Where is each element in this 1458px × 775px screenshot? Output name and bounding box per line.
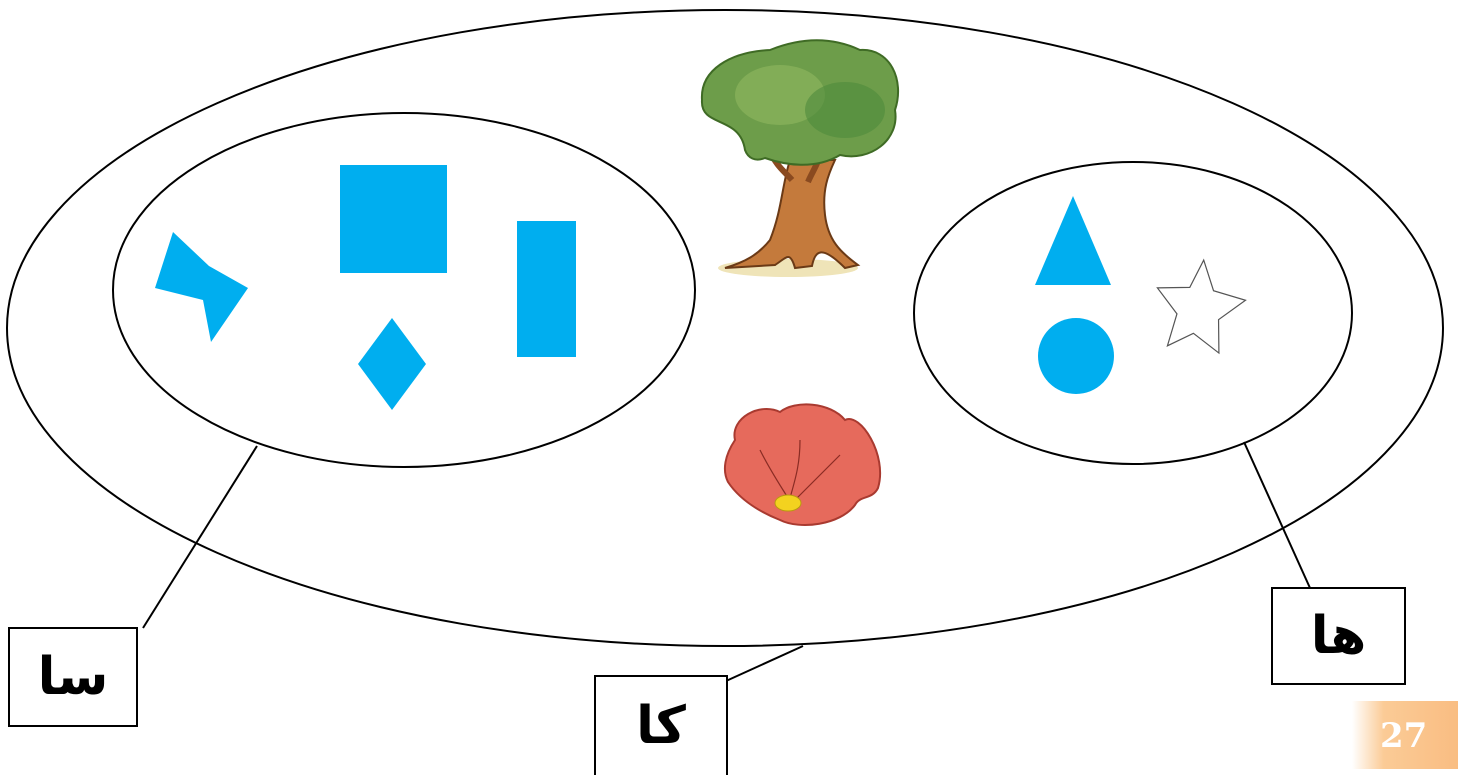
label-sa-box: سا bbox=[8, 627, 138, 727]
rhombus-shape bbox=[358, 318, 426, 410]
triangle-shape bbox=[1035, 196, 1111, 285]
label-ha-text: ها bbox=[1310, 606, 1367, 666]
connector-line-ha bbox=[1243, 441, 1311, 589]
rectangle-shape bbox=[517, 221, 576, 357]
circle-shape bbox=[1038, 318, 1114, 394]
right-set-ellipse bbox=[913, 161, 1353, 465]
left-set-ellipse bbox=[112, 112, 696, 468]
label-sa-text: سا bbox=[37, 647, 109, 707]
label-ka-box: كا bbox=[594, 675, 728, 775]
outer-set-ellipse bbox=[6, 9, 1444, 647]
flower-icon bbox=[723, 403, 881, 526]
connector-line-sa bbox=[142, 445, 258, 629]
bowtie-shape bbox=[155, 232, 248, 342]
label-ha-box: ها bbox=[1271, 587, 1406, 685]
square-shape bbox=[340, 165, 447, 273]
page-number: 27 bbox=[1380, 716, 1428, 756]
star-outline-icon bbox=[1156, 258, 1247, 355]
page-number-tab bbox=[1352, 701, 1458, 769]
tree-icon bbox=[700, 39, 900, 277]
label-ka-text: كا bbox=[636, 696, 686, 756]
connector-line-ka bbox=[725, 645, 804, 682]
